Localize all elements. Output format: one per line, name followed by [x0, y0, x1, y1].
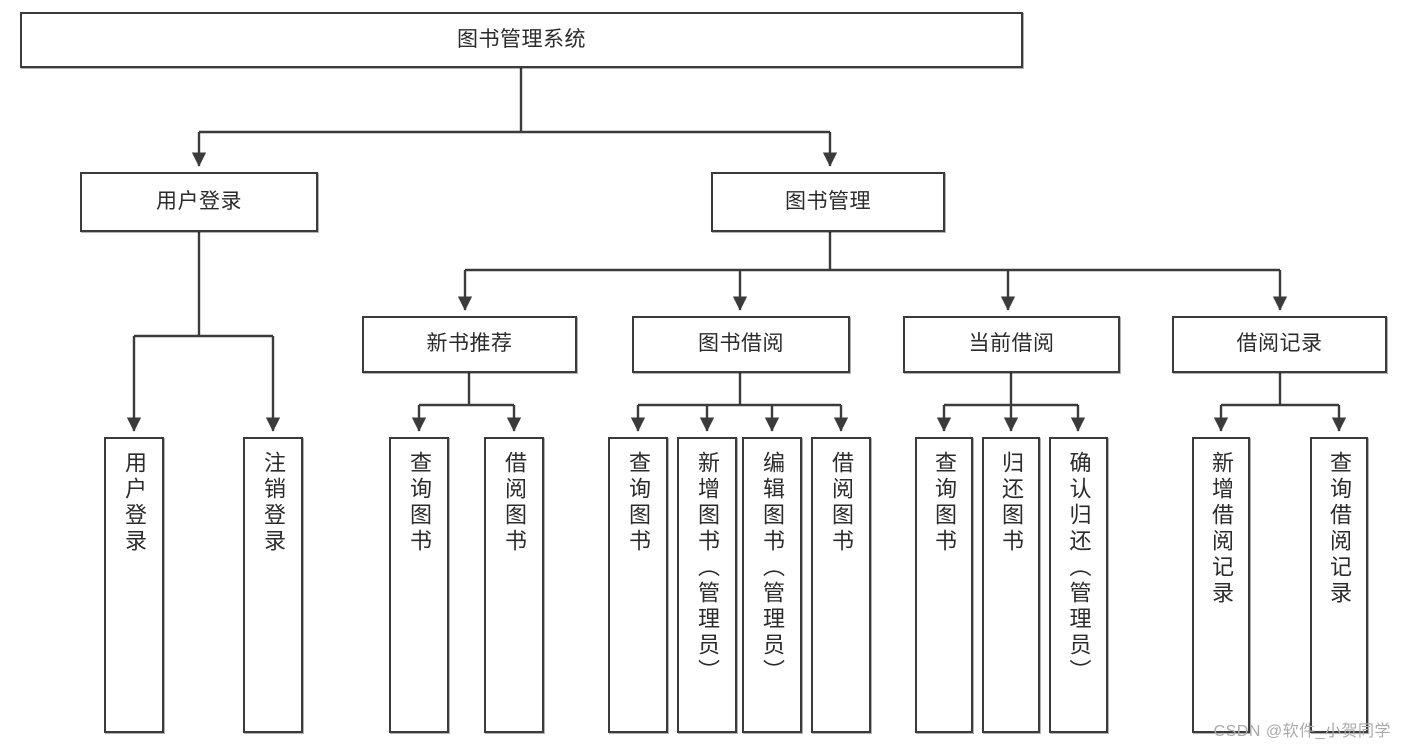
node-leaf-confirm-return-label: 确认归还（管理员）	[1066, 451, 1092, 685]
node-leaf-query-book-2[interactable]: 查询图书	[608, 437, 668, 733]
node-leaf-user-login-label: 用户登录	[122, 451, 147, 555]
node-book-management-label: 图书管理	[785, 189, 871, 213]
node-book-management[interactable]: 图书管理	[711, 172, 945, 232]
node-leaf-query-book-1[interactable]: 查询图书	[389, 437, 449, 733]
node-leaf-borrow-book-1-label: 借阅图书	[502, 451, 527, 555]
node-root[interactable]: 图书管理系统	[20, 12, 1023, 68]
node-leaf-add-record[interactable]: 新增借阅记录	[1192, 437, 1250, 733]
node-leaf-query-record-label: 查询借阅记录	[1327, 451, 1352, 607]
node-leaf-edit-book[interactable]: 编辑图书（管理员）	[742, 437, 802, 733]
node-user-login-label: 用户登录	[156, 189, 242, 213]
node-current-borrow[interactable]: 当前借阅	[903, 316, 1120, 373]
node-user-login[interactable]: 用户登录	[80, 172, 318, 232]
node-leaf-query-book-3[interactable]: 查询图书	[915, 437, 973, 733]
node-new-book-recommend[interactable]: 新书推荐	[362, 316, 577, 373]
node-leaf-query-book-3-label: 查询图书	[932, 451, 957, 555]
node-leaf-query-book-2-label: 查询图书	[626, 451, 651, 555]
node-new-book-recommend-label: 新书推荐	[426, 332, 513, 356]
node-borrow-record[interactable]: 借阅记录	[1172, 316, 1387, 373]
node-leaf-confirm-return[interactable]: 确认归还（管理员）	[1049, 437, 1108, 733]
node-current-borrow-label: 当前借阅	[968, 332, 1055, 356]
node-leaf-add-book[interactable]: 新增图书（管理员）	[677, 437, 737, 733]
node-leaf-return-book[interactable]: 归还图书	[982, 437, 1040, 733]
node-leaf-logout-label: 注销登录	[261, 451, 286, 555]
node-leaf-edit-book-label: 编辑图书（管理员）	[760, 451, 785, 685]
node-leaf-return-book-label: 归还图书	[999, 451, 1024, 555]
node-leaf-query-record[interactable]: 查询借阅记录	[1310, 437, 1368, 733]
node-book-borrow[interactable]: 图书借阅	[632, 316, 850, 373]
node-leaf-borrow-book-2-label: 借阅图书	[829, 451, 854, 555]
node-book-borrow-label: 图书借阅	[698, 332, 784, 356]
node-leaf-borrow-book-2[interactable]: 借阅图书	[811, 437, 871, 733]
node-leaf-query-book-1-label: 查询图书	[407, 451, 432, 555]
node-leaf-add-book-label: 新增图书（管理员）	[695, 451, 720, 685]
node-leaf-user-login[interactable]: 用户登录	[104, 437, 164, 733]
node-leaf-logout[interactable]: 注销登录	[243, 437, 303, 733]
node-leaf-add-record-label: 新增借阅记录	[1209, 451, 1234, 607]
node-leaf-borrow-book-1[interactable]: 借阅图书	[484, 437, 544, 733]
node-borrow-record-label: 借阅记录	[1236, 332, 1323, 356]
node-root-label: 图书管理系统	[457, 27, 586, 51]
